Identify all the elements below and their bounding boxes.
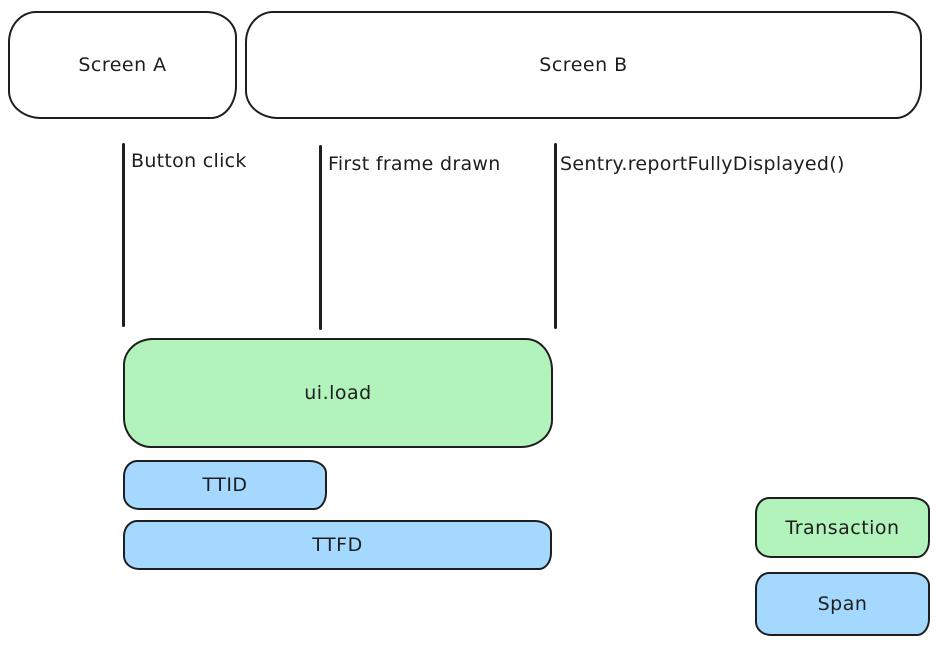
legend-span: Span [755, 572, 930, 636]
transaction-bar-ui-load: ui.load [123, 338, 553, 448]
marker-label-first-frame-drawn: First frame drawn [328, 153, 501, 175]
legend-transaction: Transaction [755, 497, 930, 558]
marker-label-report-fully-displayed: Sentry.reportFullyDisplayed() [560, 153, 845, 175]
legend-span-label: Span [817, 593, 868, 615]
span-bar-ttid: TTID [123, 460, 327, 510]
screen-a-box: Screen A [8, 11, 237, 119]
legend-transaction-label: Transaction [785, 516, 900, 539]
marker-label-button-click: Button click [131, 150, 247, 172]
span-bar-ttid-label: TTID [202, 474, 248, 496]
screen-b-box: Screen B [245, 11, 922, 119]
marker-line-first-frame-drawn [319, 145, 322, 330]
transaction-bar-ui-load-label: ui.load [304, 382, 372, 404]
screen-a-label: Screen A [78, 54, 167, 76]
screen-b-label: Screen B [539, 54, 628, 76]
span-bar-ttfd-label: TTFD [312, 534, 363, 556]
span-bar-ttfd: TTFD [123, 520, 552, 570]
marker-line-report-fully-displayed [554, 143, 557, 329]
marker-line-button-click [122, 143, 125, 327]
